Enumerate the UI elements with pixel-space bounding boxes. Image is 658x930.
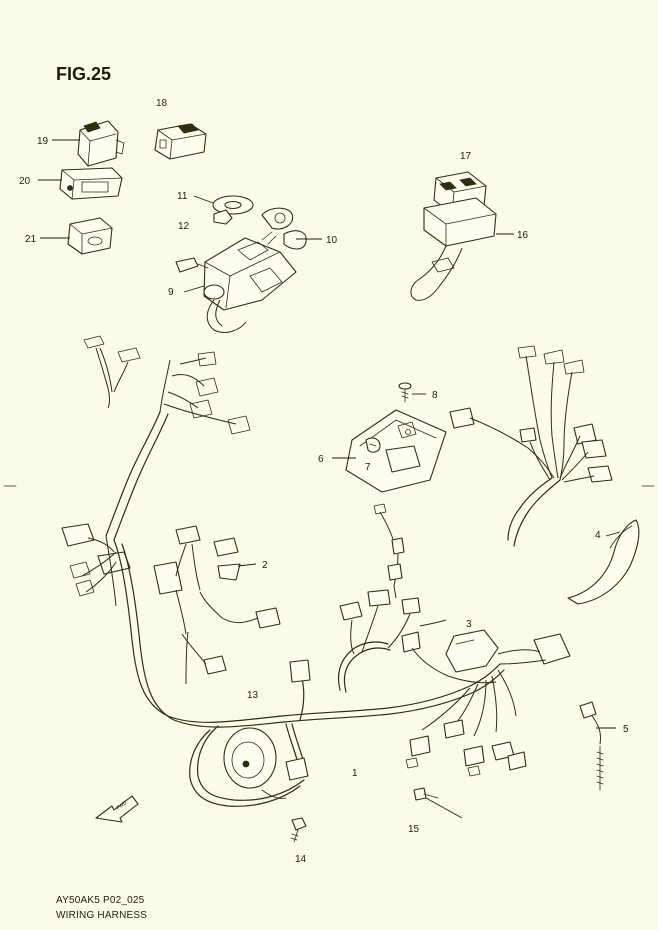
callout-17: 17	[460, 151, 472, 162]
callout-1: 1	[352, 768, 358, 779]
part-16-relay	[410, 197, 497, 301]
figure-code: AY50AK5 P02_025	[56, 895, 145, 906]
part-5-fuse-holder	[579, 701, 604, 791]
part-12-nut	[213, 209, 233, 225]
callout-4: 4	[595, 530, 601, 541]
forward-direction-arrow-icon: FWD	[95, 795, 139, 823]
part-11-washer	[212, 195, 254, 215]
part-4-cover	[567, 519, 640, 605]
callout-14: 14	[295, 854, 307, 865]
left-sub-harness	[61, 335, 251, 607]
direction-marker-label: FWD	[116, 800, 129, 812]
part-6-bracket	[345, 409, 447, 493]
callout-10: 10	[326, 235, 338, 246]
callout-7: 7	[365, 462, 371, 473]
callouts: 1 2 3 4 5 6 7 8 9 10 11 12 13 14 15 16 1…	[19, 98, 629, 865]
callout-9: 9	[168, 287, 174, 298]
callout-20: 20	[19, 176, 31, 187]
callout-5: 5	[623, 724, 629, 735]
part-1-main-harness	[113, 539, 571, 807]
leader-lines	[38, 139, 621, 819]
callout-6: 6	[318, 454, 324, 465]
callout-15: 15	[408, 824, 420, 835]
callout-21: 21	[25, 234, 37, 245]
figure-title: FIG.25	[56, 64, 112, 84]
callout-2: 2	[262, 560, 268, 571]
callout-8: 8	[432, 390, 438, 401]
part-20-switch	[59, 167, 123, 200]
callout-11: 11	[177, 191, 188, 202]
callout-12: 12	[178, 221, 190, 232]
figure-name: WIRING HARNESS	[56, 910, 148, 921]
center-connector-cluster	[153, 525, 281, 685]
right-sub-harness	[449, 345, 613, 547]
part-18-connector	[154, 123, 207, 160]
callout-18: 18	[156, 98, 168, 109]
part-19-connector	[77, 120, 125, 167]
part-8-screw	[398, 382, 412, 403]
callout-16: 16	[517, 230, 529, 241]
part-9-ignition-switch	[175, 237, 297, 333]
part-13-horn	[223, 727, 287, 799]
center-connector-string	[373, 503, 405, 599]
callout-3: 3	[466, 619, 472, 630]
part-21-switch	[67, 217, 113, 255]
callout-19: 19	[37, 136, 49, 147]
part-14-bolt	[290, 817, 307, 843]
part-10-key	[261, 207, 307, 250]
callout-13: 13	[247, 690, 259, 701]
part-7-clamp	[365, 437, 381, 453]
